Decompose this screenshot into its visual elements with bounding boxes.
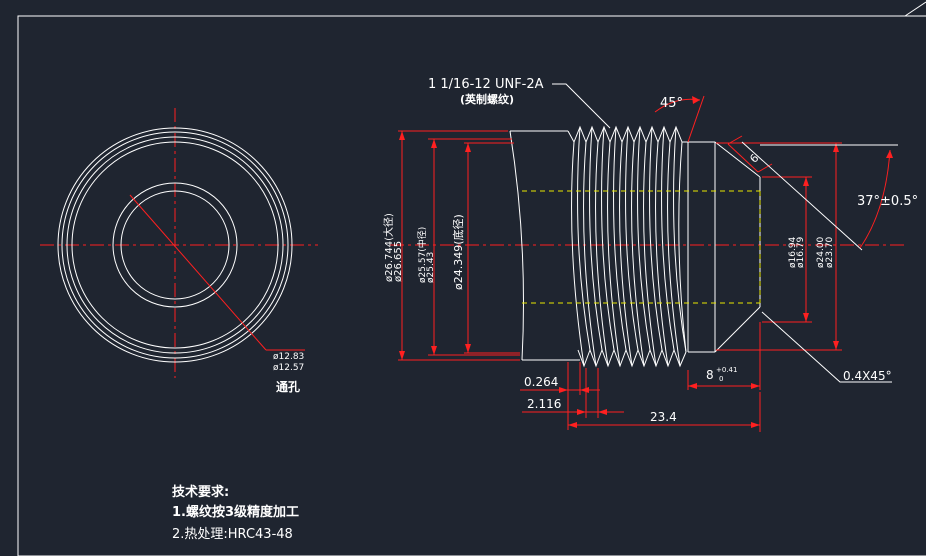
through-hole-label: 通孔 (276, 379, 300, 394)
technical-notes: 技术要求: 1.螺纹按3级精度加工 2.热处理:HRC43-48 (172, 484, 299, 542)
cone-angle: 37°±0.5° (857, 194, 918, 209)
bore-dia-lower: ø16.79 (796, 236, 806, 268)
chamfer-angle: 45° (660, 96, 683, 111)
hole-dia-lower: ø12.57 (273, 363, 304, 373)
pitch-dia-upper: ø25.57(中径) (416, 227, 428, 283)
length-dim: 23.4 (650, 410, 677, 424)
thread-note: (英制螺纹) (460, 92, 514, 106)
thread-spec-leader (552, 83, 611, 129)
notes-title: 技术要求: (172, 484, 229, 500)
minor-dia: ø24.349(底径) (451, 214, 465, 290)
bore-circle-inner (120, 190, 230, 300)
depth-tol-lower: 0 (719, 375, 723, 383)
section-view: 1 1/16-12 UNF-2A (英制螺纹) 45° 6 ø26.744(大径… (382, 77, 918, 432)
thread-spec: 1 1/16-12 UNF-2A (428, 77, 544, 92)
depth-base: 8 (706, 368, 714, 382)
major-dia: ø26.744(大径) (382, 213, 395, 282)
outer-circle-3 (66, 136, 284, 354)
body-left-outline (509, 130, 580, 361)
drawing-frame (17, 15, 926, 556)
outer-circle-4 (71, 141, 279, 349)
frame-corner-mark (904, 1, 926, 17)
hole-dia-upper: ø12.83 (273, 352, 304, 362)
bore-dia-upper: ø16.94 (788, 236, 798, 268)
outer-circle-1 (57, 127, 293, 363)
thread-flanks (571, 126, 687, 367)
cone-angle-arc (859, 149, 891, 249)
major-dia-tol: ø26.655 (393, 241, 404, 282)
cone-top (714, 141, 761, 178)
pitch-dim: 2.116 (527, 397, 561, 411)
end-view: ø12.83 ø12.57 通孔 (40, 108, 318, 394)
hole-leader (129, 194, 267, 351)
crest-dim: 0.264 (524, 375, 558, 389)
outer-dia-lower: ø23.70 (825, 236, 835, 268)
notes-line-2: 2.热处理:HRC43-48 (172, 527, 293, 542)
outer-circle-2 (61, 131, 289, 359)
bore-circle-outer (112, 182, 238, 308)
corner-chamfer: 0.4X45° (843, 369, 892, 383)
pitch-dia-lower: ø25.43 (426, 252, 436, 283)
notes-line-1: 1.螺纹按3级精度加工 (172, 504, 299, 520)
outer-dia-upper: ø24.00 (816, 236, 826, 268)
depth-tol-upper: +0.41 (716, 366, 737, 374)
cone-bottom (714, 306, 761, 353)
corner-chamfer-leader (761, 311, 892, 383)
